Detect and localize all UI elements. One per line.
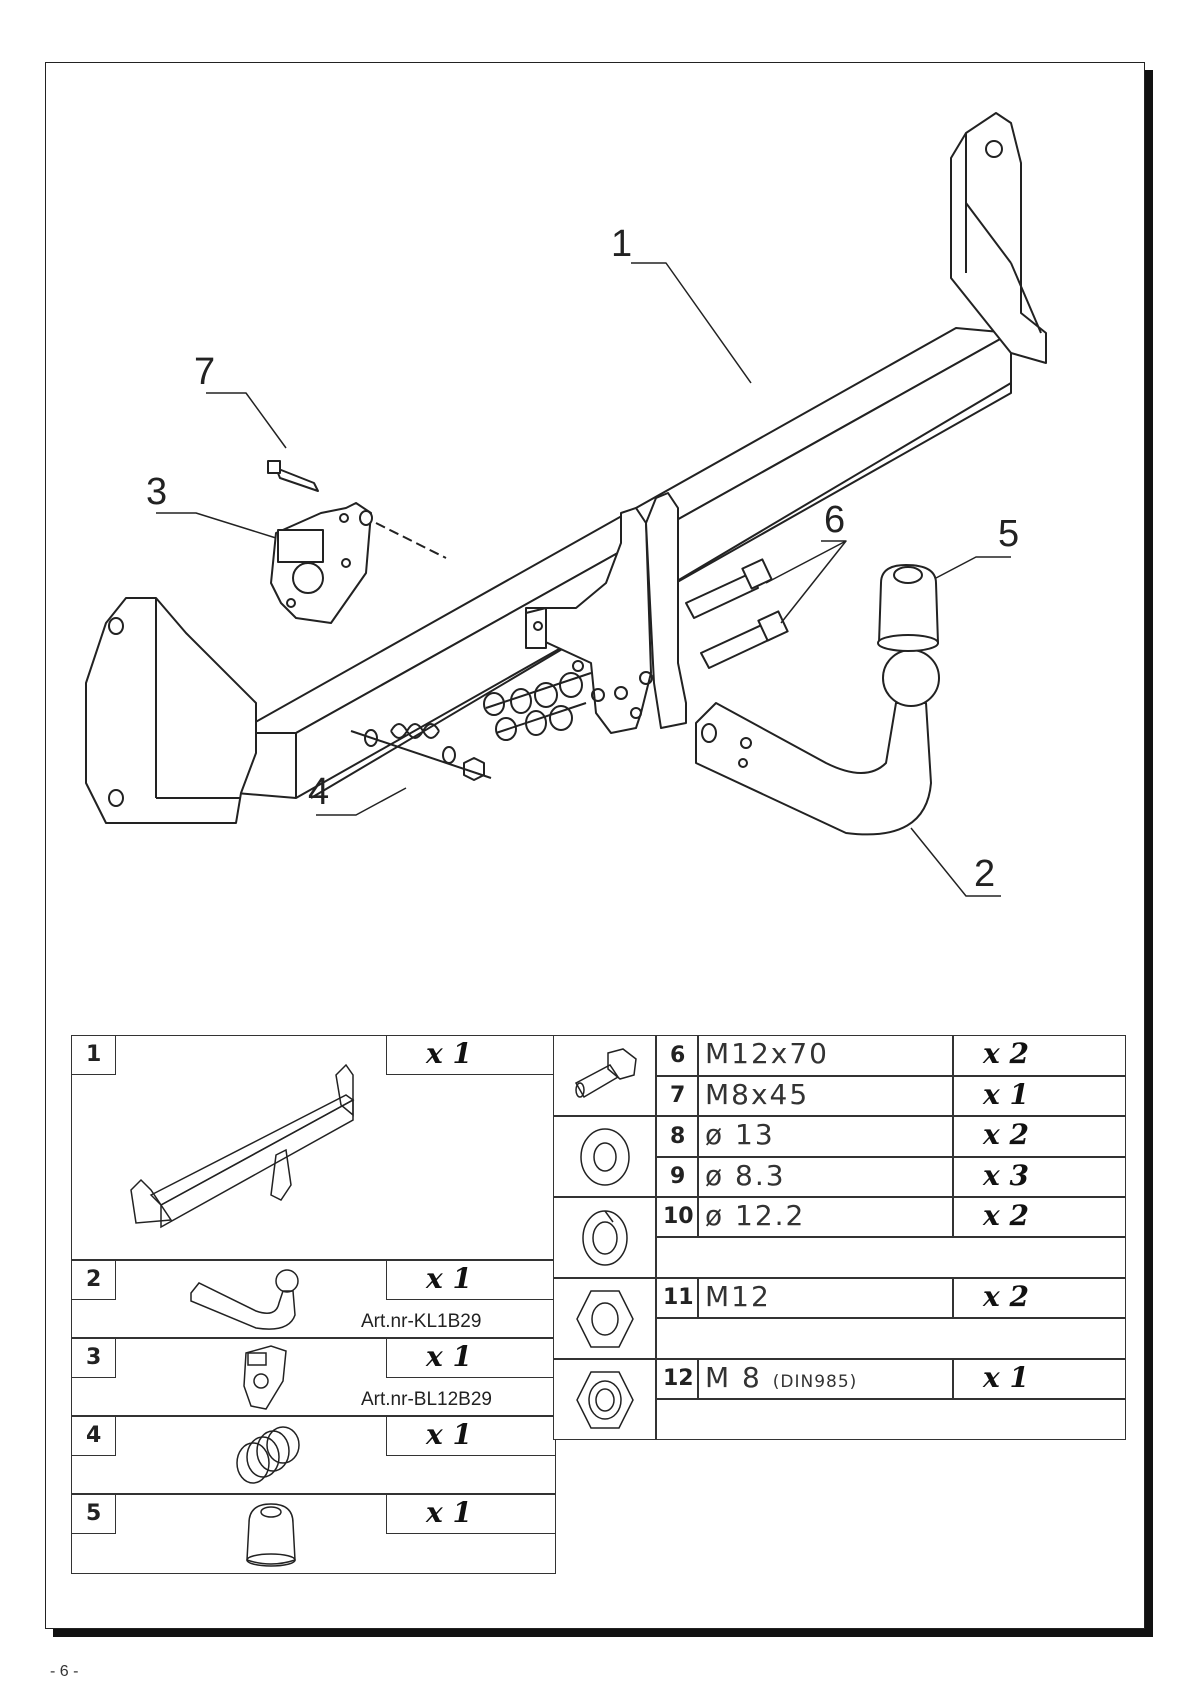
part-spec: ø 13	[705, 1118, 775, 1151]
part-number-cell	[71, 1494, 116, 1534]
icon-cell-bolts	[553, 1035, 656, 1116]
article-number: Art.nr-KL1B29	[361, 1311, 482, 1332]
part-quantity: x 2	[983, 1199, 1029, 1232]
drawing-sheet: 1 2 3 4 5 6 7 1 x 1 2 x 1 Art.nr-KL1B29	[45, 62, 1145, 1629]
quantity-cell	[953, 1157, 1126, 1197]
part-quantity: x 1	[426, 1262, 472, 1295]
part-quantity: x 1	[983, 1078, 1029, 1111]
bolt-icon	[574, 1048, 637, 1099]
row-filler	[656, 1318, 1126, 1359]
mounting-plate-drawing	[267, 460, 447, 624]
part-number-cell	[71, 1338, 116, 1378]
ball-cap-thumbnail-icon	[246, 1503, 296, 1567]
callout-2: 2	[974, 853, 996, 895]
page-number: - 6 -	[50, 1663, 79, 1680]
callout-5: 5	[998, 513, 1020, 555]
part-spec: M12x70	[705, 1037, 829, 1070]
quantity-cell	[386, 1338, 556, 1378]
part-number: 12	[663, 1366, 694, 1391]
part-spec: M 8 (DIN985)	[705, 1361, 858, 1394]
part-spec: ø 12.2	[705, 1199, 806, 1232]
quantity-cell	[953, 1197, 1126, 1237]
part-number: 4	[86, 1423, 102, 1448]
leader-lines	[156, 262, 1011, 897]
spec-cell	[698, 1157, 953, 1197]
part-number: 1	[86, 1042, 102, 1067]
part-spec: M8x45	[705, 1078, 810, 1111]
spec-cell	[698, 1197, 953, 1237]
part-number-cell	[71, 1260, 116, 1300]
part-quantity: x 1	[426, 1496, 472, 1529]
part-number-cell	[71, 1035, 116, 1075]
lock-nut-icon	[576, 1371, 634, 1429]
part-quantity: x 3	[983, 1159, 1029, 1192]
row-filler	[656, 1237, 1126, 1278]
spec-cell	[698, 1076, 953, 1116]
hex-nut-icon	[576, 1290, 634, 1348]
part-number-cell	[656, 1157, 698, 1197]
quantity-cell	[953, 1035, 1126, 1076]
part-quantity: x 2	[983, 1037, 1029, 1070]
part-number-cell	[656, 1359, 698, 1399]
quantity-cell	[953, 1278, 1126, 1318]
spec-cell	[698, 1278, 953, 1318]
article-number: Art.nr-BL12B29	[361, 1389, 492, 1410]
part-number-cell	[71, 1416, 116, 1456]
quantity-cell	[386, 1416, 556, 1456]
quantity-cell	[386, 1494, 556, 1534]
part-spec: ø 8.3	[705, 1159, 786, 1192]
crossbar-drawing	[85, 112, 1047, 824]
spring-thumbnail-icon	[236, 1426, 300, 1484]
mounting-plate-thumbnail-icon	[243, 1345, 287, 1410]
spec-cell	[698, 1035, 953, 1076]
part-quantity: x 1	[426, 1340, 472, 1373]
part-number-cell	[656, 1116, 698, 1157]
spec-note: (DIN985)	[772, 1372, 858, 1392]
part-quantity: x 1	[426, 1037, 472, 1070]
spec-cell	[698, 1116, 953, 1157]
part-number: 3	[86, 1345, 102, 1370]
quantity-cell	[953, 1076, 1126, 1116]
part-quantity: x 1	[983, 1361, 1029, 1394]
ball-cap-drawing	[877, 564, 939, 652]
spec-cell	[698, 1359, 953, 1399]
part-quantity: x 2	[983, 1118, 1029, 1151]
part-number: 6	[670, 1043, 686, 1068]
part-number-cell	[656, 1197, 698, 1237]
quantity-cell	[953, 1359, 1126, 1399]
row-filler	[656, 1399, 1126, 1440]
part-quantity: x 1	[426, 1418, 472, 1451]
quantity-cell	[386, 1260, 556, 1300]
part-number: 10	[663, 1204, 694, 1229]
spring-washer-icon	[582, 1210, 628, 1266]
callout-7: 7	[194, 351, 216, 393]
part-number: 9	[670, 1164, 686, 1189]
towball-thumbnail-icon	[190, 1269, 299, 1330]
bolts-drawing	[685, 558, 789, 669]
part-quantity: x 2	[983, 1280, 1029, 1313]
part-spec: M12	[705, 1280, 771, 1313]
part-number: 5	[86, 1501, 102, 1526]
quantity-cell	[386, 1035, 556, 1075]
towball-drawing	[695, 649, 940, 836]
callout-6: 6	[824, 499, 846, 541]
part-number-cell	[656, 1035, 698, 1076]
part-number: 7	[670, 1083, 686, 1108]
callout-3: 3	[146, 471, 168, 513]
part-number: 11	[663, 1285, 694, 1310]
part-number-cell	[656, 1076, 698, 1116]
flat-washer-icon	[580, 1128, 630, 1186]
part-number: 8	[670, 1124, 686, 1149]
callout-4: 4	[308, 771, 330, 813]
nuts-and-washers-drawing	[483, 672, 592, 741]
crossbar-thumbnail-icon	[130, 1063, 355, 1229]
spring-set-drawing	[350, 723, 492, 781]
part-number: 2	[86, 1267, 102, 1292]
exploded-assembly-drawing	[85, 112, 1047, 897]
part-number-cell	[656, 1278, 698, 1318]
quantity-cell	[953, 1116, 1126, 1157]
callout-1: 1	[611, 223, 633, 265]
